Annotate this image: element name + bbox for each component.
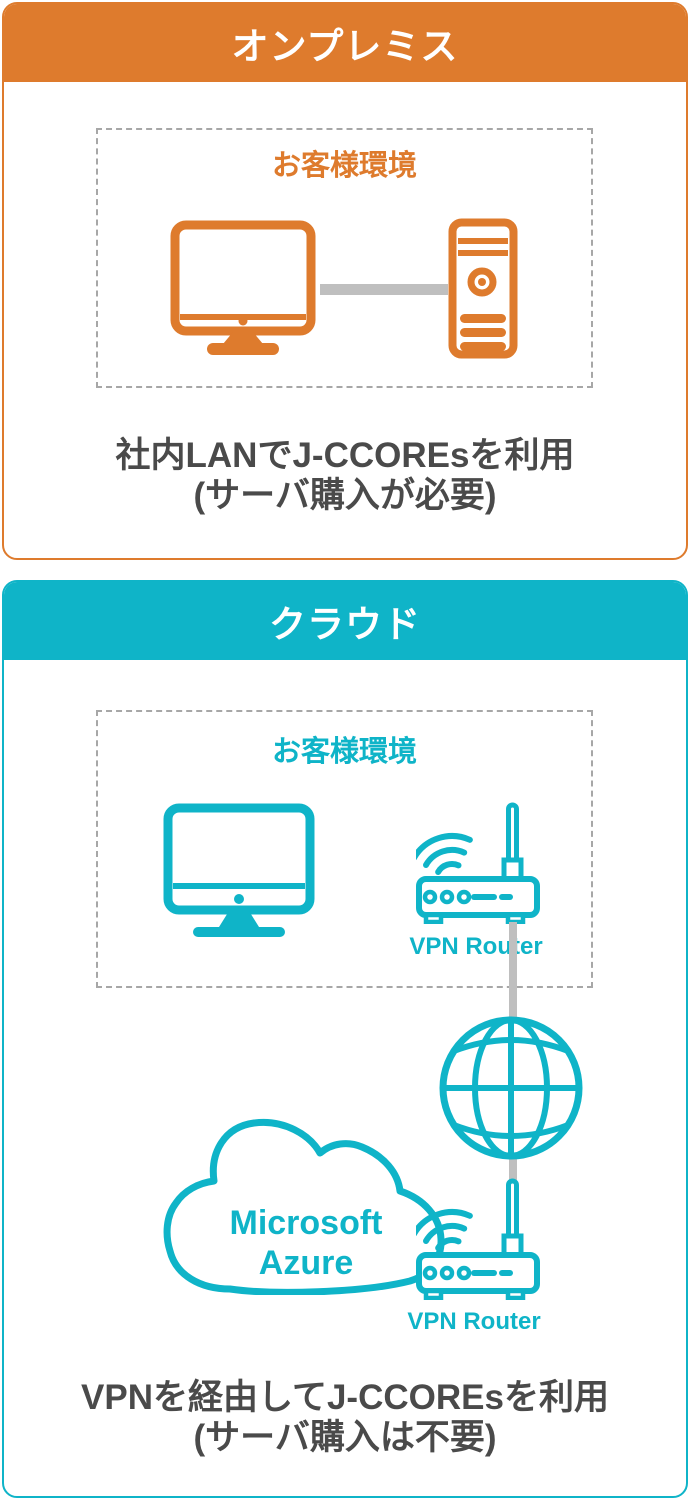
cloud-caption: VPNを経由してJ-CCOREsを利用 (サーバ購入は不要) — [4, 1378, 686, 1458]
azure-label-line2: Azure — [258, 1244, 354, 1282]
vpn-router-label-top: VPN Router — [409, 933, 543, 960]
onpremise-header: オンプレミス — [4, 4, 686, 82]
cloud-card: クラウド お客様環境 — [2, 580, 688, 1498]
azure-label-line1: Microsoft — [229, 1204, 383, 1242]
desktop-computer-icon — [170, 220, 316, 356]
onpremise-caption: 社内LANでJ-CCOREsを利用 (サーバ購入が必要) — [4, 436, 686, 516]
cloud-header: クラウド — [4, 582, 686, 660]
customer-environment-box: お客様環境 — [96, 128, 593, 388]
customer-environment-box: お客様環境 — [96, 710, 593, 988]
cloud-body: お客様環境 — [4, 660, 686, 1496]
desktop-computer-icon — [163, 803, 315, 939]
onpremise-caption-line1: 社内LANでJ-CCOREsを利用 — [115, 436, 575, 475]
internet-globe-icon — [438, 1015, 584, 1161]
customer-environment-label: お客様環境 — [271, 736, 417, 768]
onpremise-body: お客様環境 — [4, 82, 686, 558]
azure-cloud-label: Microsoft Azure — [186, 1203, 426, 1283]
onpremise-card: オンプレミス お客様環境 — [2, 2, 688, 560]
server-tower-icon — [448, 218, 518, 359]
vpn-router-icon — [416, 802, 540, 924]
lan-cable-connector — [320, 284, 448, 295]
onpremise-caption-line2: (サーバ購入が必要) — [193, 476, 497, 515]
customer-environment-label: お客様環境 — [271, 150, 417, 182]
vpn-router-icon — [416, 1178, 540, 1300]
cloud-caption-line2: (サーバ購入は不要) — [193, 1418, 497, 1457]
cloud-caption-line1: VPNを経由してJ-CCOREsを利用 — [81, 1378, 609, 1417]
vpn-router-label-bottom: VPN Router — [407, 1308, 541, 1335]
